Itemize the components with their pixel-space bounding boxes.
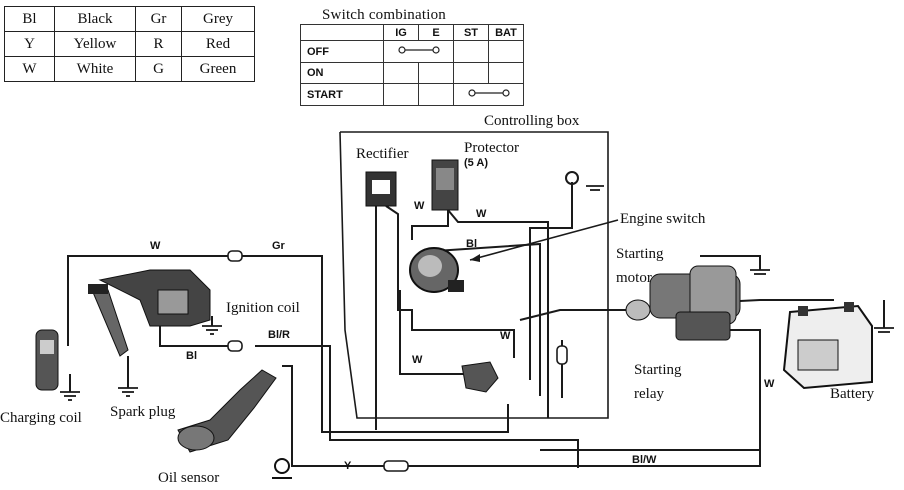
wire-label-gr: Gr [272, 240, 285, 252]
oil-sensor-terminal-icon [272, 458, 292, 479]
connector-icon [556, 345, 568, 365]
legend-row: Y Yellow R Red [4, 31, 255, 57]
wire-w-lower [399, 290, 476, 375]
legend-color: Green [181, 56, 255, 82]
starting-relay-label-2: relay [634, 386, 664, 402]
oil-switch-icon [461, 361, 499, 393]
wire-label-bl-r: Bl/R [268, 329, 290, 341]
wire-label-bl-left: Bl [186, 350, 197, 362]
protector-label: Protector [464, 140, 519, 156]
wire-label-bl-w: Bl/W [632, 454, 657, 466]
ground-icon [750, 269, 770, 275]
switch-row-start: START [300, 83, 524, 106]
switch-combination-title: Switch combination [322, 7, 447, 23]
charging-coil-icon [35, 329, 59, 391]
wire-w-top [67, 255, 228, 346]
spark-plug-icon [88, 284, 129, 357]
legend-row: W White G Green [4, 56, 255, 82]
legend-color: White [54, 56, 136, 82]
wire-label-w-small: W [500, 330, 511, 342]
switch-connection-ig-e [383, 40, 454, 63]
starting-motor-icon [625, 265, 741, 325]
protector-rating-label: (5 A) [464, 157, 489, 169]
oil-sensor-icon [177, 369, 277, 453]
ground-icon [874, 327, 894, 333]
engine-switch-icon [409, 247, 464, 293]
ground-terminal-icon [565, 171, 579, 185]
starting-motor-label-2: motor [616, 270, 652, 286]
wire-w-relay [540, 329, 761, 451]
wire-motor-ground [700, 255, 761, 270]
wire-bl-w [408, 420, 761, 467]
switch-combination-table: IG E ST BAT OFF ON START [300, 24, 524, 106]
legend-row: Bl Black Gr Grey [4, 6, 255, 32]
switch-row-on: ON [300, 62, 524, 84]
wire-label-y: Y [344, 460, 352, 472]
wire-y [282, 365, 384, 467]
wire-label-w-lower: W [412, 354, 423, 366]
starting-relay-label-1: Starting [634, 362, 682, 378]
wire-bl-left [159, 318, 228, 347]
connector-icon [227, 250, 243, 262]
engine-switch-label: Engine switch [620, 211, 706, 227]
legend-code: R [135, 31, 182, 57]
wire-label-w-relay: W [764, 378, 775, 390]
switch-row-label: OFF [300, 40, 384, 63]
legend-color: Grey [181, 6, 255, 32]
starting-relay-icon [675, 311, 731, 341]
rectifier-label: Rectifier [356, 146, 409, 162]
color-legend-table: Bl Black Gr Grey Y Yellow R Red W White … [4, 6, 255, 82]
controlling-box-label: Controlling box [484, 113, 580, 129]
legend-color: Red [181, 31, 255, 57]
switch-header-st: ST [453, 24, 489, 41]
wire-ground-switch [529, 182, 573, 380]
ignition-coil-label: Ignition coil [226, 300, 300, 316]
wire-protector [447, 209, 549, 418]
legend-color: Black [54, 6, 136, 32]
legend-code: G [135, 56, 182, 82]
protector-icon [431, 159, 459, 211]
connector-icon [383, 460, 409, 472]
engine-switch-pointer [469, 219, 619, 261]
legend-code: Bl [4, 6, 55, 32]
wire-label-bl-switch: Bl [466, 238, 477, 250]
wire-label-w-prot: W [476, 208, 487, 220]
wire-label-w-rect: W [414, 200, 425, 212]
connection-line-icon [397, 46, 440, 54]
ground-icon [586, 185, 604, 191]
charging-coil-label: Charging coil [0, 410, 82, 426]
wire-gr [242, 255, 509, 433]
ground-icon [60, 391, 80, 401]
connection-line-icon [467, 89, 510, 97]
controlling-box-outline [339, 131, 609, 419]
battery-icon [782, 302, 873, 390]
ground-icon [118, 387, 138, 397]
wire-label-w-top: W [150, 240, 161, 252]
rectifier-icon [365, 171, 397, 207]
wire-w-prot [411, 208, 449, 240]
wire-bl-switch [419, 242, 541, 396]
wire-rect-2 [385, 205, 515, 358]
connector-icon [227, 340, 243, 352]
starting-motor-label-1: Starting [616, 246, 664, 262]
ground-icon [202, 325, 222, 335]
switch-connection-st-bat [453, 83, 524, 106]
ignition-coil-icon [98, 269, 211, 327]
battery-label: Battery [830, 386, 875, 402]
switch-row-off: OFF [300, 40, 524, 63]
spark-plug-label: Spark plug [110, 404, 176, 420]
oil-sensor-label: Oil sensor [158, 470, 220, 486]
